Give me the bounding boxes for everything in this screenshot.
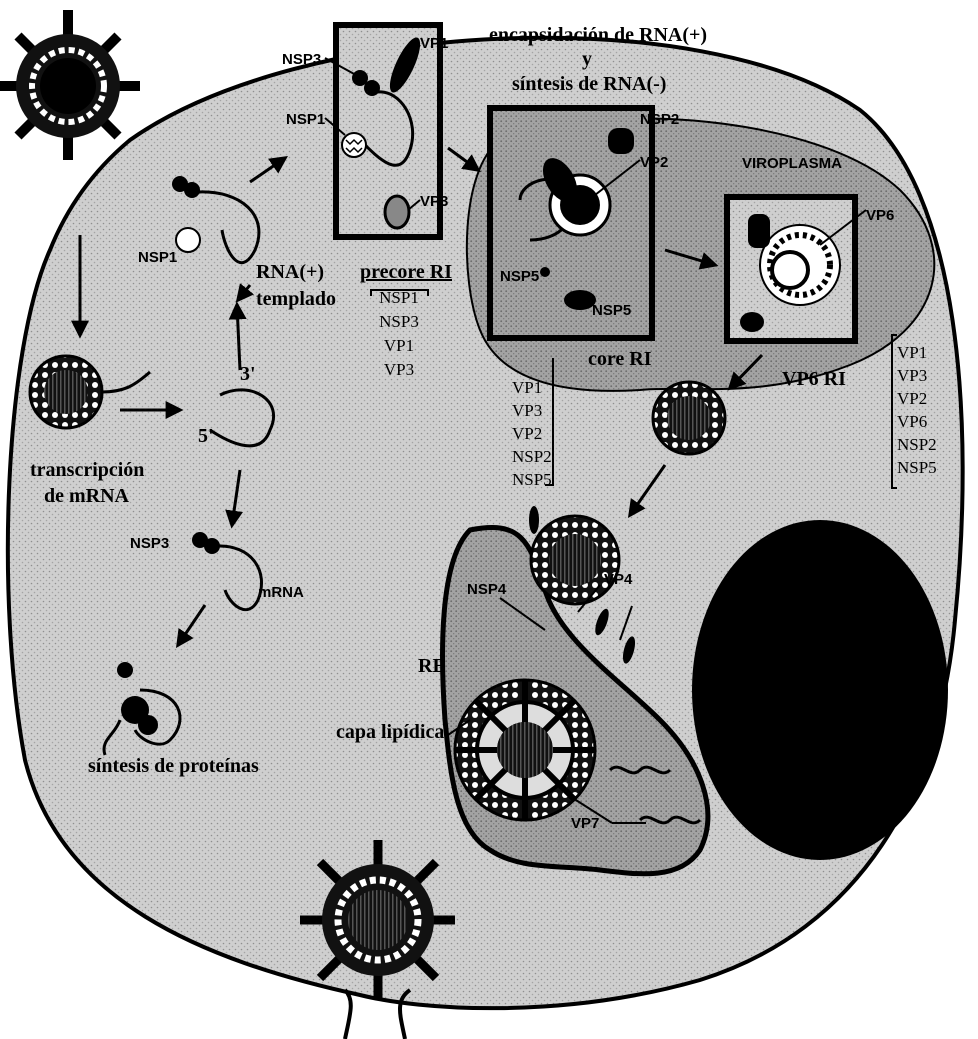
label-3prime: 3'	[240, 363, 256, 385]
label-vp2-a: VP2	[640, 154, 668, 171]
label-nsp3-b: NSP3	[130, 535, 169, 552]
vp6-list-item: VP2	[897, 389, 927, 408]
core-list-item: VP3	[512, 401, 542, 420]
label-vp7-a: VP7	[571, 815, 599, 832]
label-vp6-ri: VP6 RI	[782, 368, 846, 390]
precore-list-item: NSP1	[379, 288, 419, 307]
label-encapsidation-2: y	[582, 48, 592, 70]
precore-list-item: VP3	[384, 360, 414, 379]
vp6-list-item: VP6	[897, 412, 927, 431]
label-vp3-a: VP3	[420, 193, 448, 210]
label-transcription-1: transcripción	[30, 459, 144, 481]
label-core-ri: core RI	[588, 348, 652, 370]
vp6-list-item: NSP2	[897, 435, 937, 454]
label-nsp5-a: NSP5	[500, 268, 539, 285]
precore-list-item: VP1	[384, 336, 414, 355]
label-nsp2-a: NSP2	[640, 111, 679, 128]
vp6-list-item: VP1	[897, 343, 927, 362]
label-protein-synthesis: síntesis de proteínas	[88, 755, 259, 777]
core-list-item: NSP2	[512, 447, 552, 466]
vp6-list-item: NSP5	[897, 458, 937, 477]
label-vp1-a: VP1	[420, 35, 448, 52]
nucleus	[692, 520, 948, 860]
label-encapsidation-1: encapsidación de RNA(+)	[489, 24, 707, 46]
label-viroplasma: VIROPLASMA	[742, 155, 842, 172]
vp6-particle	[653, 382, 725, 454]
label-nsp1-a: NSP1	[286, 111, 325, 128]
precore-list-item: NSP3	[379, 312, 419, 331]
label-vp6-a: VP6	[866, 207, 894, 224]
core-list-item: VP1	[512, 378, 542, 397]
label-lipid-layer: capa lipídica	[336, 721, 444, 743]
label-encapsidation-3: síntesis de RNA(-)	[512, 73, 666, 95]
label-nsp1-b: NSP1	[138, 249, 177, 266]
label-transcription-2: de mRNA	[44, 485, 130, 507]
label-nsp4-a: NSP4	[467, 581, 507, 598]
label-rna-template-2: templado	[256, 288, 336, 310]
label-nsp5-b: NSP5	[592, 302, 631, 319]
label-precore-ri: precore RI	[360, 261, 452, 283]
vp6-list-item: VP3	[897, 366, 927, 385]
core-list-item: VP2	[512, 424, 542, 443]
label-nsp3-a: NSP3	[282, 51, 321, 68]
er-budding-particle	[531, 516, 619, 604]
label-re: RE	[418, 655, 446, 677]
core-list-item: NSP5	[512, 470, 552, 489]
label-mrna: mRNA	[258, 584, 304, 601]
label-vp4-a: VP4	[604, 571, 633, 588]
label-rna-template-1: RNA(+)	[256, 261, 324, 283]
virus-particle-entering	[0, 10, 140, 160]
label-5prime: 5'	[198, 425, 214, 447]
